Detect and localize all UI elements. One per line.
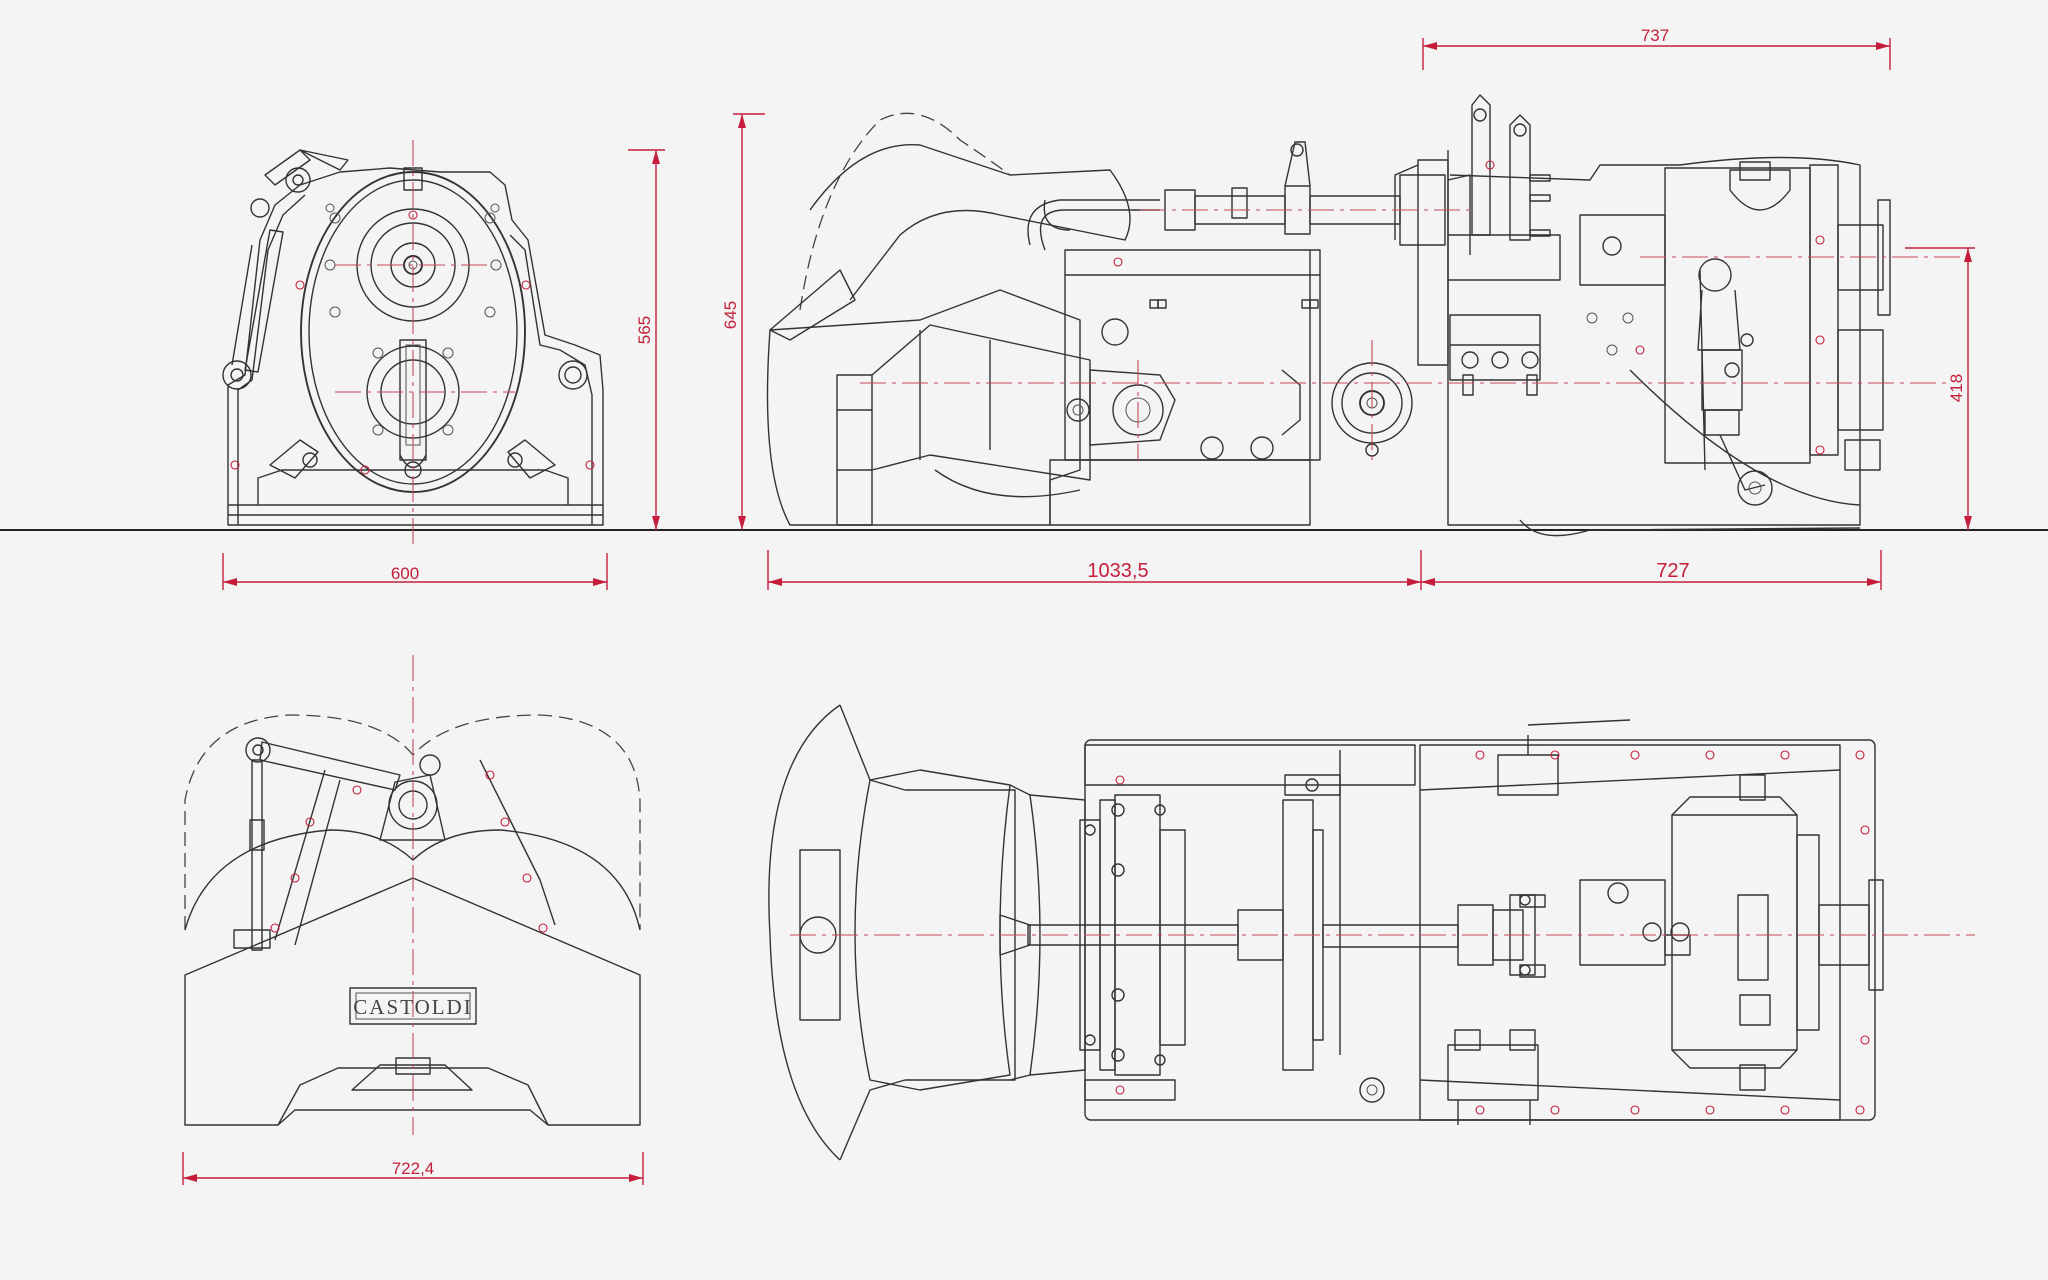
dim-label-plan-front-width: 722,4 <box>392 1159 435 1178</box>
side-view-markers <box>1113 160 1825 455</box>
dimension-side-length-right: 727 <box>1421 550 1882 590</box>
dim-label-front-height: 565 <box>635 316 654 344</box>
bolt-circle <box>324 203 502 436</box>
dim-label-side-shaft-height: 418 <box>1947 374 1966 402</box>
top-plan-markers <box>1115 750 1870 1115</box>
dim-label-side-top-length: 737 <box>1641 26 1669 45</box>
dim-label-side-length-left: 1033,5 <box>1087 560 1148 582</box>
dimension-front-height: 565 <box>628 149 665 530</box>
dimension-side-shaft-height: 418 <box>1905 247 1975 530</box>
dimension-plan-front-width: 722,4 <box>182 1152 644 1185</box>
front-view <box>222 140 604 548</box>
front-plan-markers <box>270 770 548 933</box>
front-view-markers <box>230 210 595 475</box>
top-plan-view <box>768 704 1975 1161</box>
dimension-side-height: 645 <box>721 113 765 530</box>
dim-label-front-width: 600 <box>391 564 419 583</box>
top-plan-bolts <box>1084 803 1385 1103</box>
dim-label-side-height: 645 <box>721 301 740 329</box>
nameplate-brand: CASTOLDI <box>353 995 472 1019</box>
dimension-side-length-left: 1033,5 <box>767 550 1422 590</box>
side-view <box>766 94 1960 537</box>
dimension-front-width: 600 <box>222 553 608 590</box>
dim-label-side-length-right: 727 <box>1656 560 1689 582</box>
front-plan-view: CASTOLDI <box>184 655 641 1135</box>
dimension-side-top-length: 737 <box>1422 26 1891 70</box>
